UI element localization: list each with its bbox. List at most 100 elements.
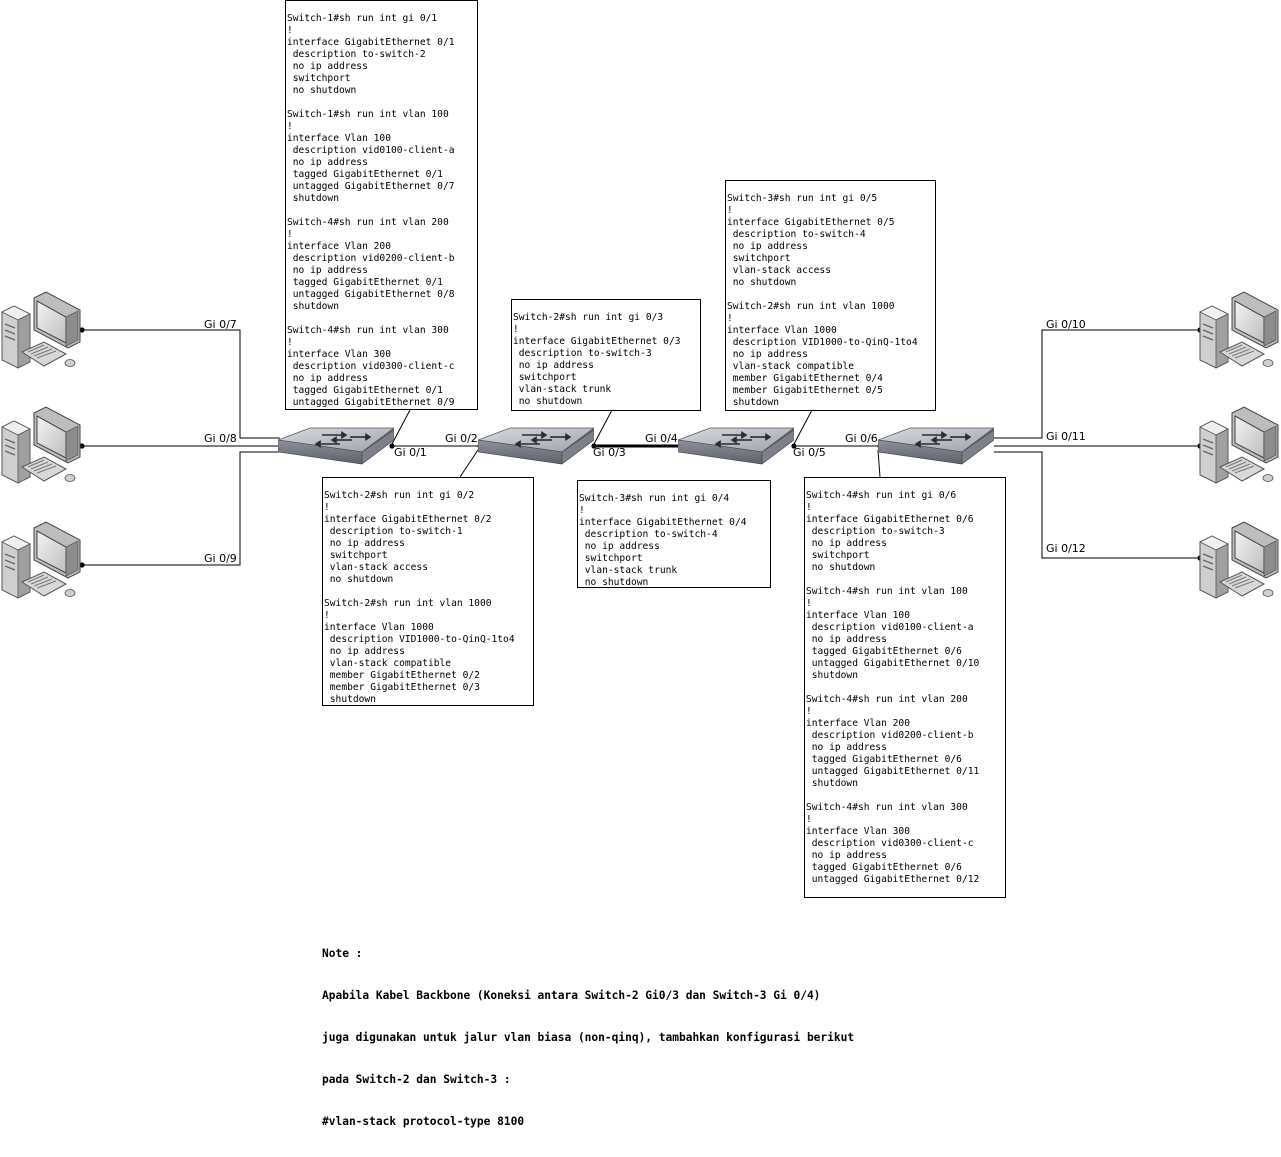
config-line: description VID1000-to-QinQ-1to4: [727, 337, 918, 348]
config-line: description vid0200-client-b: [806, 730, 974, 741]
config-line: no ip address: [806, 634, 887, 645]
desktop-computer-icon[interactable]: [1199, 406, 1279, 484]
port-label-gi08: Gi 0/8: [204, 432, 237, 445]
config-line: !: [806, 706, 812, 717]
config-line: tagged GigabitEthernet 0/1: [287, 385, 443, 396]
note-line: pada Switch-2 dan Switch-3 :: [322, 1073, 511, 1086]
config-line: interface Vlan 300: [287, 349, 391, 360]
config-line: no shutdown: [287, 85, 357, 96]
connector-dot: [79, 562, 85, 568]
config-line: no ip address: [727, 241, 808, 252]
config-line: Switch-2#sh run int gi 0/3: [513, 312, 664, 323]
desktop-computer-icon[interactable]: [1199, 521, 1279, 599]
config-line: no ip address: [324, 646, 405, 657]
switch3-config-box: Switch-3#sh run int gi 0/5!interface Gig…: [725, 180, 936, 411]
config-line: [287, 313, 477, 325]
network-diagram: Switch-1#sh run int gi 0/1!interface Gig…: [1, 0, 1279, 1128]
config-line: tagged GigabitEthernet 0/6: [806, 862, 962, 873]
config-line: description to-switch-2: [287, 49, 426, 60]
port-label-gi012: Gi 0/12: [1046, 542, 1086, 555]
config-line: !: [324, 502, 330, 513]
config-line: Switch-2#sh run int vlan 1000: [324, 598, 492, 609]
connector-dot: [79, 443, 85, 449]
config-line: no ip address: [727, 349, 808, 360]
switch-1-icon[interactable]: [278, 426, 394, 466]
config-line: switchport: [806, 550, 870, 561]
config-line: no ip address: [579, 541, 660, 552]
switch-2-icon[interactable]: [478, 426, 594, 466]
config-line: untagged GigabitEthernet 0/11: [806, 766, 980, 777]
config-line: description to-switch-3: [513, 348, 652, 359]
config-line: Switch-2#sh run int gi 0/2: [324, 490, 475, 501]
config-line: vlan-stack access: [727, 265, 831, 276]
switch-3-icon[interactable]: [678, 426, 794, 466]
config-line: untagged GigabitEthernet 0/9: [287, 397, 455, 408]
config-line: vlan-stack access: [324, 562, 428, 573]
callout-sw1: [391, 409, 411, 445]
links-layer: [1, 291, 1279, 599]
callout-sw2-b: [459, 449, 479, 478]
config-line: tagged GigabitEthernet 0/1: [287, 277, 443, 288]
config-line: no shutdown: [579, 577, 649, 588]
config-line: vlan-stack trunk: [579, 565, 678, 576]
config-line: description VID1000-to-QinQ-1to4: [324, 634, 515, 645]
connector-dot: [591, 443, 597, 449]
config-line: member GigabitEthernet 0/5: [727, 385, 883, 396]
config-line: no ip address: [806, 742, 887, 753]
config-line: interface Vlan 1000: [727, 325, 837, 336]
config-line: description vid0300-client-c: [287, 361, 455, 372]
desktop-computer-icon[interactable]: [1, 406, 81, 484]
desktop-computer-icon[interactable]: [1, 521, 81, 599]
config-line: [806, 682, 1005, 694]
config-line: vlan-stack compatible: [727, 361, 855, 372]
config-line: interface GigabitEthernet 0/3: [513, 336, 681, 347]
config-line: !: [287, 337, 293, 348]
config-line: [727, 289, 935, 301]
connector-dot: [79, 327, 85, 333]
config-line: shutdown: [287, 193, 339, 204]
desktop-computer-icon[interactable]: [1, 291, 81, 369]
config-line: Switch-2#sh run int vlan 1000: [727, 301, 895, 312]
config-line: untagged GigabitEthernet 0/12: [806, 874, 980, 885]
switch-4-icon[interactable]: [878, 426, 994, 466]
config-line: no shutdown: [513, 396, 583, 407]
config-line: no shutdown: [324, 574, 394, 585]
config-line: Switch-4#sh run int vlan 200: [806, 694, 968, 705]
config-line: !: [287, 121, 293, 132]
callout-sw2-a: [593, 409, 613, 445]
config-line: description vid0300-client-c: [806, 838, 974, 849]
connector-dot: [791, 443, 797, 449]
port-label-gi01: Gi 0/1: [394, 446, 427, 459]
port-label-gi010: Gi 0/10: [1046, 318, 1086, 331]
desktop-computer-icon[interactable]: [1199, 291, 1279, 369]
config-line: description to-switch-4: [727, 229, 866, 240]
config-line: !: [806, 502, 812, 513]
link-sw4-pc6: [994, 451, 1200, 559]
config-line: switchport: [727, 253, 791, 264]
config-line: !: [513, 324, 519, 335]
config-line: [287, 205, 477, 217]
link-pc1-sw1: [82, 329, 280, 439]
config-line: no ip address: [806, 538, 887, 549]
switch2-gi02-config-box: Switch-2#sh run int gi 0/2!interface Gig…: [322, 477, 534, 706]
config-line: description vid0100-client-a: [806, 622, 974, 633]
switch4-config-box: Switch-4#sh run int gi 0/6!interface Gig…: [804, 477, 1006, 898]
config-line: shutdown: [806, 778, 858, 789]
config-line: !: [806, 598, 812, 609]
config-line: interface Vlan 200: [806, 718, 910, 729]
config-line: vlan-stack compatible: [324, 658, 452, 669]
config-line: switchport: [513, 372, 577, 383]
config-line: tagged GigabitEthernet 0/1: [287, 169, 443, 180]
config-line: description vid0200-client-b: [287, 253, 455, 264]
callout-sw4-b: [877, 449, 881, 478]
switch2-gi03-config-box: Switch-2#sh run int gi 0/3!interface Gig…: [511, 299, 701, 411]
config-line: interface GigabitEthernet 0/6: [806, 514, 974, 525]
config-line: shutdown: [806, 670, 858, 681]
config-line: no ip address: [513, 360, 594, 371]
config-line: no ip address: [324, 538, 405, 549]
config-line: switchport: [287, 73, 351, 84]
config-line: Switch-4#sh run int vlan 300: [806, 802, 968, 813]
config-line: switchport: [324, 550, 388, 561]
config-line: Switch-4#sh run int vlan 100: [806, 586, 968, 597]
port-label-gi03: Gi 0/3: [593, 446, 626, 459]
